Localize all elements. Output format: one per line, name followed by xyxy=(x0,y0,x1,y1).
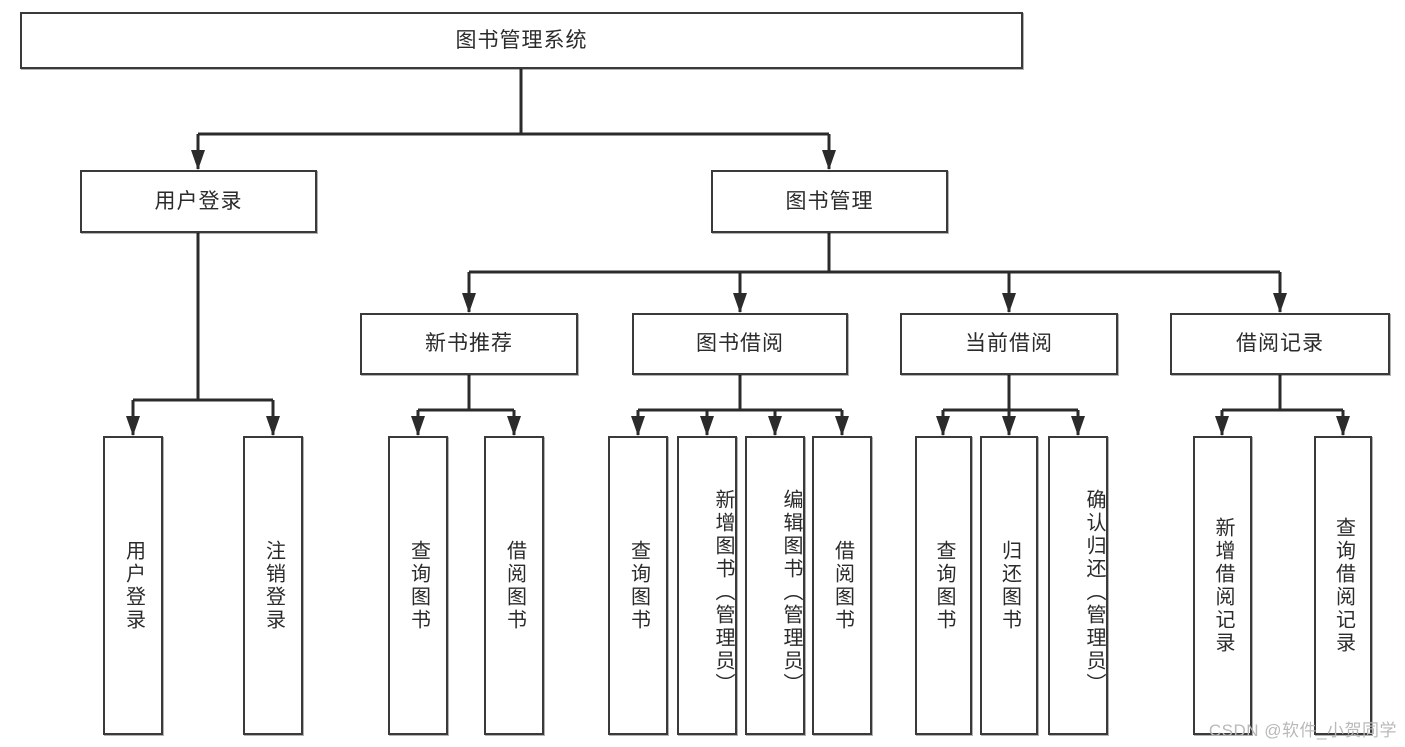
leaf-return-book[interactable]: 归还图书 xyxy=(980,436,1038,735)
leaf-query-book-2-label: 查询图书 xyxy=(627,539,650,632)
leaf-query-borrow-record[interactable]: 查询借阅记录 xyxy=(1314,436,1372,735)
leaf-add-borrow-record-label: 新增借阅记录 xyxy=(1212,516,1234,655)
leaf-confirm-return[interactable]: 确认归还（管理员） xyxy=(1048,436,1108,735)
leaf-user-login[interactable]: 用户登录 xyxy=(103,436,163,735)
leaf-logout-label: 注销登录 xyxy=(262,539,285,632)
leaf-query-book-1[interactable]: 查询图书 xyxy=(388,436,448,735)
node-book-borrow-label: 图书借阅 xyxy=(696,332,784,356)
leaf-query-book-3-label: 查询图书 xyxy=(933,539,955,632)
watermark-text: CSDN @软件_小贺同学 xyxy=(1208,721,1397,740)
node-root-label: 图书管理系统 xyxy=(455,28,588,52)
node-book-manage-label: 图书管理 xyxy=(785,189,874,213)
leaf-borrow-book-2[interactable]: 借阅图书 xyxy=(812,436,872,735)
node-user-login-label: 用户登录 xyxy=(154,189,243,213)
leaf-user-login-label: 用户登录 xyxy=(122,539,145,632)
node-new-book-recommend-label: 新书推荐 xyxy=(425,332,513,356)
leaf-query-borrow-record-label: 查询借阅记录 xyxy=(1332,516,1355,655)
node-user-login[interactable]: 用户登录 xyxy=(80,170,317,233)
node-borrow-record[interactable]: 借阅记录 xyxy=(1170,313,1390,375)
leaf-borrow-book-1[interactable]: 借阅图书 xyxy=(484,436,544,735)
leaf-add-borrow-record[interactable]: 新增借阅记录 xyxy=(1193,436,1252,735)
node-book-manage[interactable]: 图书管理 xyxy=(711,170,948,233)
leaf-logout[interactable]: 注销登录 xyxy=(243,436,303,735)
node-book-borrow[interactable]: 图书借阅 xyxy=(632,313,848,375)
node-borrow-record-label: 借阅记录 xyxy=(1236,332,1324,356)
leaf-query-book-3[interactable]: 查询图书 xyxy=(915,436,972,735)
leaf-query-book-2[interactable]: 查询图书 xyxy=(608,436,668,735)
node-root[interactable]: 图书管理系统 xyxy=(20,12,1023,69)
leaf-edit-book[interactable]: 编辑图书（管理员） xyxy=(745,436,805,735)
leaf-borrow-book-1-label: 借阅图书 xyxy=(503,539,526,632)
node-current-borrow[interactable]: 当前借阅 xyxy=(900,313,1118,375)
leaf-query-book-1-label: 查询图书 xyxy=(407,539,430,632)
leaf-add-book[interactable]: 新增图书（管理员） xyxy=(677,436,737,735)
leaf-edit-book-label: 编辑图书（管理员） xyxy=(780,489,802,696)
leaf-borrow-book-2-label: 借阅图书 xyxy=(831,539,854,632)
node-current-borrow-label: 当前借阅 xyxy=(965,332,1053,356)
node-new-book-recommend[interactable]: 新书推荐 xyxy=(360,313,578,375)
leaf-add-book-label: 新增图书（管理员） xyxy=(712,489,734,696)
leaf-confirm-return-label: 确认归还（管理员） xyxy=(1083,489,1105,696)
leaf-return-book-label: 归还图书 xyxy=(998,539,1021,632)
